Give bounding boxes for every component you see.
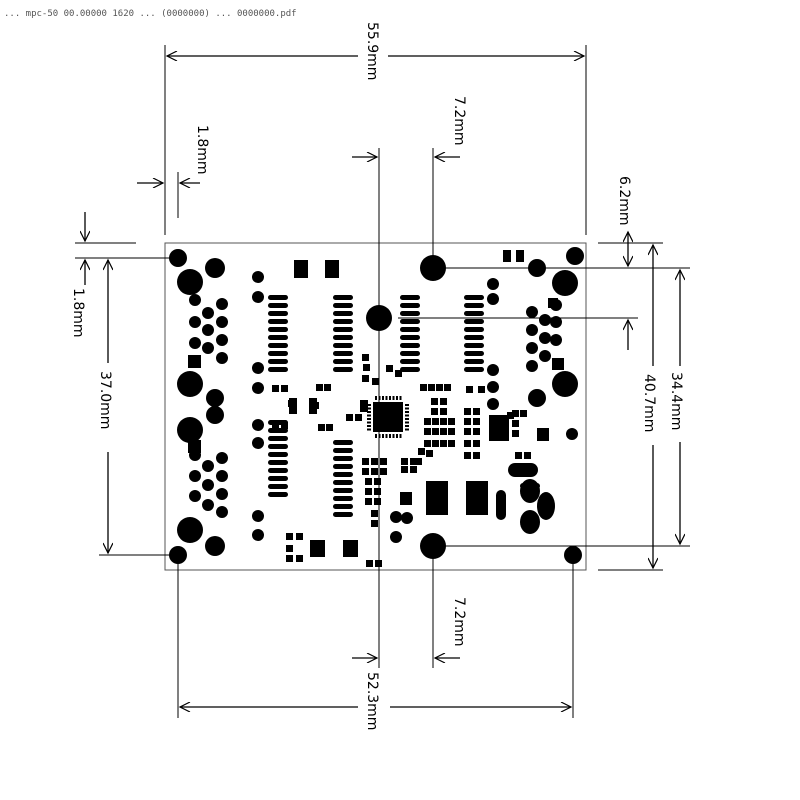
mounting-hole bbox=[169, 546, 187, 564]
dim-top-left-offset: 1.8mm bbox=[137, 125, 210, 218]
mounting-hole bbox=[566, 247, 584, 265]
dim-label-top-left-offset: 1.8mm bbox=[194, 125, 210, 175]
pcb-pads bbox=[169, 247, 584, 567]
mounting-hole bbox=[420, 533, 446, 559]
dim-label-right-top-offset: 6.2mm bbox=[616, 176, 632, 226]
dim-right-top-offset: 6.2mm bbox=[398, 176, 663, 350]
dim-label-left-height: 37.0mm bbox=[97, 371, 113, 429]
main-ic bbox=[373, 402, 403, 432]
mounting-hole bbox=[169, 249, 187, 267]
dim-label-right-height-outer: 40.7mm bbox=[641, 374, 657, 432]
dim-right-height-inner: 34.4mm bbox=[445, 267, 690, 547]
dim-bottom-width: 52.3mm bbox=[177, 555, 574, 730]
dim-top-center-offset: 7.2mm bbox=[352, 96, 467, 318]
dim-left-top-offset: 1.8mm bbox=[70, 212, 178, 338]
dim-top-width: 55.9mm bbox=[164, 22, 587, 235]
dim-right-height-outer: 40.7mm bbox=[598, 245, 663, 571]
dim-left-height: 37.0mm bbox=[97, 260, 178, 556]
mounting-hole bbox=[366, 305, 392, 331]
dim-label-bottom-center-offset: 7.2mm bbox=[451, 597, 467, 647]
dim-label-bottom-width: 52.3mm bbox=[364, 672, 380, 730]
mounting-hole bbox=[420, 255, 446, 281]
dim-label-left-top-offset: 1.8mm bbox=[70, 288, 86, 338]
dim-bottom-center-offset: 7.2mm bbox=[352, 318, 467, 668]
dim-label-top-width: 55.9mm bbox=[364, 22, 380, 80]
board-outline bbox=[164, 242, 587, 571]
header-caption: ... mpc-50 00.00000 1620 ... (0000000) .… bbox=[4, 9, 297, 19]
dim-label-top-center-offset: 7.2mm bbox=[451, 96, 467, 146]
mounting-hole bbox=[564, 546, 582, 564]
dim-label-right-height-inner: 34.4mm bbox=[668, 372, 684, 430]
